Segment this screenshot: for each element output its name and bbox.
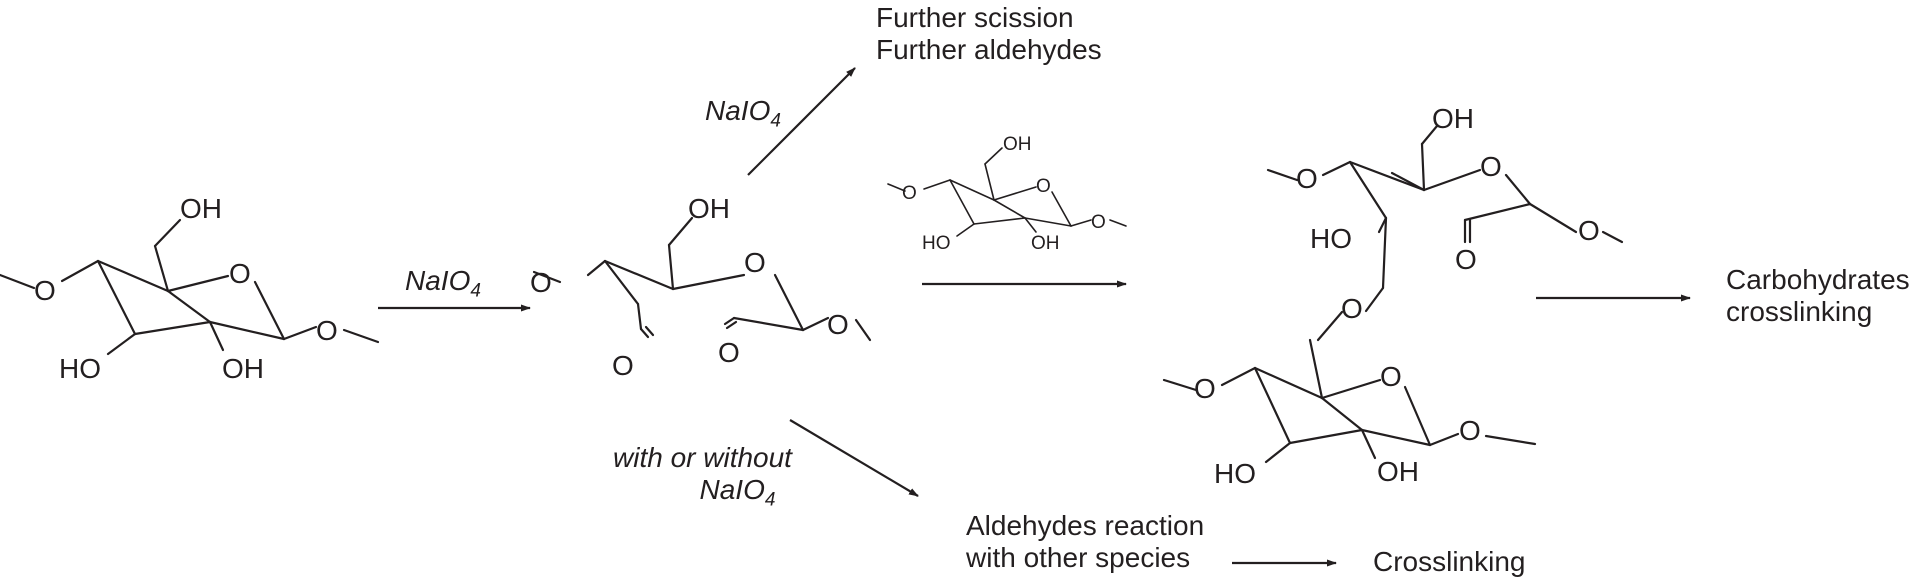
crosslinked-product-molecule	[1162, 124, 1624, 464]
ring-oxygen-label: O	[1036, 176, 1051, 197]
oxygen-label: O	[34, 275, 56, 306]
carbohydrates-line: Carbohydrates	[1726, 264, 1910, 295]
oxygen-label: O	[1296, 163, 1318, 194]
ring-oxygen-label: O	[1380, 361, 1402, 392]
aldehydes-reaction-label: Aldehydes reaction with other species	[966, 510, 1204, 574]
hydroxyl-label: OH	[1432, 103, 1474, 134]
carbohydrates-crosslinking-label: Carbohydrates crosslinking	[1726, 264, 1910, 328]
hydroxyl-label: OH	[180, 193, 222, 224]
oxygen-label: O	[1578, 215, 1600, 246]
hydroxyl-label: HO	[59, 353, 101, 384]
oxygen-label: O	[316, 315, 338, 346]
reagent-label-top-branch: NaIO4	[705, 95, 781, 132]
hydroxyl-label: HO	[1310, 223, 1352, 254]
hydroxyl-label: OH	[688, 193, 730, 224]
hydroxyl-label: OH	[1003, 134, 1032, 155]
hydroxyl-label: OH	[222, 353, 264, 384]
oxygen-label: O	[902, 183, 917, 204]
further-scission-label: Further scission Further aldehydes	[876, 2, 1102, 66]
hydroxyl-label: OH	[1377, 456, 1419, 487]
oxygen-label: O	[530, 267, 552, 298]
glucose-reactant-molecule	[887, 147, 1127, 237]
hydroxyl-label: HO	[1214, 458, 1256, 489]
glucose-unit-molecule	[0, 218, 380, 356]
glucose-reactant-atoms: O O O OH HO OH	[902, 134, 1106, 254]
ring-oxygen-label: O	[744, 247, 766, 278]
further-aldehydes-line: Further aldehydes	[876, 34, 1102, 65]
dialdehyde-atoms: O OH O O O O	[530, 193, 849, 381]
hydroxyl-label: HO	[922, 233, 951, 254]
reaction-arrow-aldehydes-reaction	[789, 419, 919, 497]
reaction-arrow-further-scission	[747, 67, 856, 176]
other-species-line: with other species	[966, 542, 1191, 573]
oxygen-label: O	[1194, 373, 1216, 404]
crosslinked-product-atoms: O OH O O HO O O O O O HO OH	[1194, 103, 1600, 489]
ring-oxygen-label: O	[229, 258, 251, 289]
oxygen-label: O	[1459, 415, 1481, 446]
reagent-label-step1: NaIO4	[405, 265, 481, 302]
dialdehyde-molecule	[532, 216, 872, 342]
aldehyde-oxygen-label: O	[718, 337, 740, 368]
glucose-unit-atoms: O O O OH HO OH	[34, 193, 338, 384]
crosslinking-line: crosslinking	[1726, 296, 1873, 327]
ring-oxygen-label: O	[1480, 151, 1502, 182]
hydroxyl-label: OH	[1031, 233, 1060, 254]
oxygen-label: O	[827, 309, 849, 340]
oxygen-label: O	[1091, 212, 1106, 233]
aldehydes-reaction-line: Aldehydes reaction	[966, 510, 1205, 541]
further-scission-line: Further scission	[876, 2, 1074, 33]
reagent-label-bottom-branch: with or without NaIO4	[613, 442, 792, 511]
ether-oxygen-label: O	[1341, 293, 1363, 324]
aldehyde-oxygen-label: O	[612, 350, 634, 381]
aldehyde-oxygen-label: O	[1455, 244, 1477, 275]
final-crosslinking-label: Crosslinking	[1373, 546, 1526, 577]
